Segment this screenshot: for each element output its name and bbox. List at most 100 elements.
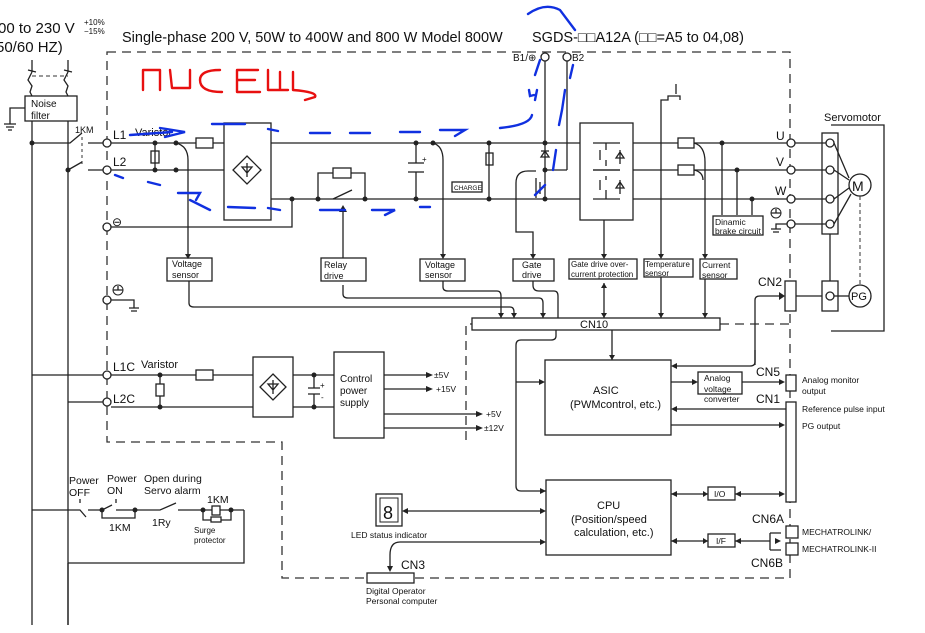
contactor-label: 1KM xyxy=(75,125,94,135)
inverter-igbt xyxy=(579,122,634,221)
power-off-label-2: OFF xyxy=(69,487,90,499)
bus-capacitor: + xyxy=(408,140,427,202)
cn6a-label: CN6A xyxy=(752,512,784,526)
terminal-ground xyxy=(102,295,112,305)
cn2-label: CN2 xyxy=(758,275,782,289)
mechatrolink-ii-label: MECHATROLINK-II xyxy=(802,544,876,554)
dynamic-brake-label-2: brake circuit xyxy=(715,226,761,236)
control-section-boundary xyxy=(465,323,472,440)
svg-text:+: + xyxy=(320,381,325,390)
supply-voltage: 00 to 230 V xyxy=(0,20,75,37)
charge-indicator xyxy=(451,181,483,193)
terminal-l2 xyxy=(102,165,112,175)
power-off-label: Power xyxy=(69,475,99,487)
gate-drive-oc-label-2: current protection xyxy=(571,270,633,279)
temperature-sensor-label-2: sensor xyxy=(645,269,669,278)
cn10-label: CN10 xyxy=(580,319,608,331)
pg-output-label: PG output xyxy=(802,421,841,431)
motor-m-label: M xyxy=(852,178,864,194)
avc-label: Analog xyxy=(704,373,731,383)
cn1-connector xyxy=(785,401,797,503)
gate-drive-label: Gate xyxy=(522,260,542,270)
digital-operator-label: Digital Operator xyxy=(366,586,426,596)
servo-alarm-label: Open during xyxy=(144,473,202,485)
ground-icon xyxy=(111,284,139,312)
relay-drive xyxy=(320,257,367,282)
temperature-sensor xyxy=(643,258,694,278)
cpu-line3: calculation, etc.) xyxy=(574,527,653,539)
voltage-sensor-2-label-2: sensor xyxy=(425,270,452,280)
label-v: V xyxy=(776,155,784,169)
voltage-sensor-1-label-2: sensor xyxy=(172,270,199,280)
igbt-icon xyxy=(593,142,626,200)
encoder-pg-label: PG xyxy=(851,291,867,303)
analog-voltage-converter xyxy=(697,371,743,395)
cpu-block xyxy=(545,479,672,556)
1km-contact-label: 1KM xyxy=(109,522,131,534)
cn6b-connector xyxy=(785,542,799,556)
cps-label-3: supply xyxy=(340,398,369,409)
analog-monitor-label: Analog monitor xyxy=(802,375,859,385)
cps-label: Control xyxy=(340,374,372,385)
svg-text:-: - xyxy=(321,393,324,402)
ground-icon xyxy=(770,207,787,233)
tolerance-minus: −15% xyxy=(84,27,105,36)
supply-frequency: 50/60 HZ) xyxy=(0,39,63,56)
encoder-symbol xyxy=(848,284,872,308)
cn6a-connector xyxy=(785,525,799,539)
label-u: U xyxy=(776,129,785,143)
dynamic-brake-circuit xyxy=(712,215,764,236)
noise-filter-label-2: filter xyxy=(31,111,51,122)
current-sensor xyxy=(699,258,738,280)
b1-label: B1/⊕ xyxy=(513,53,536,64)
cpu-title: CPU xyxy=(597,500,620,512)
label-l1c: L1C xyxy=(113,360,135,374)
servomotor-label: Servomotor xyxy=(824,112,881,124)
label-l2: L2 xyxy=(113,155,127,169)
avc-label-2: voltage xyxy=(704,384,732,394)
temperature-sensor-icon xyxy=(660,84,681,255)
control-power-supply xyxy=(333,351,385,439)
cn2-connector xyxy=(784,280,797,312)
b2-label: B2 xyxy=(572,53,585,64)
1km-coil xyxy=(211,505,221,516)
inrush-relay xyxy=(315,167,368,270)
label-l1: L1 xyxy=(113,128,127,142)
power-on-label: Power xyxy=(107,473,137,485)
io-block xyxy=(707,486,736,501)
relay-drive-label: Relay xyxy=(324,260,348,270)
led-digit: 8 xyxy=(383,503,393,523)
servomotor-frame xyxy=(831,124,885,332)
control-loop xyxy=(32,502,245,625)
terminal-minus xyxy=(102,222,112,232)
handwritten-arrows xyxy=(113,5,577,217)
cn10-connector xyxy=(471,317,721,331)
cn6b-label: CN6B xyxy=(751,556,783,570)
cn3-label: CN3 xyxy=(401,558,425,572)
servo-alarm-label-2: Servo alarm xyxy=(144,485,201,497)
sensor-blocks: Voltage sensor Relay drive Voltage senso… xyxy=(166,257,738,282)
main-breaker xyxy=(27,60,73,97)
output-pm5v: ±5V xyxy=(434,370,449,380)
analog-monitor-label-2: output xyxy=(802,386,826,396)
model-number: SGDS-□□A12A (□□=A5 to 04,08) xyxy=(532,30,744,46)
ground-icon xyxy=(4,107,25,131)
voltage-sensor-1-label: Voltage xyxy=(172,259,202,269)
relay-drive-label-2: drive xyxy=(324,271,344,281)
cn3-connector xyxy=(366,572,415,584)
output-15v: +15V xyxy=(436,384,456,394)
gate-drive-overcurrent-protection xyxy=(568,258,638,280)
1ry-label: 1Ry xyxy=(152,517,171,529)
personal-computer-label: Personal computer xyxy=(366,596,438,606)
svg-text:+: + xyxy=(422,155,427,164)
cn1-label: CN1 xyxy=(756,392,780,406)
label-minus: ⊖ xyxy=(112,215,122,229)
tolerance-plus: +10% xyxy=(84,18,105,27)
current-sensor-label-2: sensor xyxy=(702,270,728,280)
reference-pulse-label: Reference pulse input xyxy=(802,404,885,414)
fuse xyxy=(195,137,214,149)
cps-label-2: power xyxy=(340,386,368,397)
cn5-label: CN5 xyxy=(756,365,780,379)
1km-coil-label: 1KM xyxy=(207,494,229,506)
mechatrolink-label: MECHATROLINK/ xyxy=(802,527,872,537)
